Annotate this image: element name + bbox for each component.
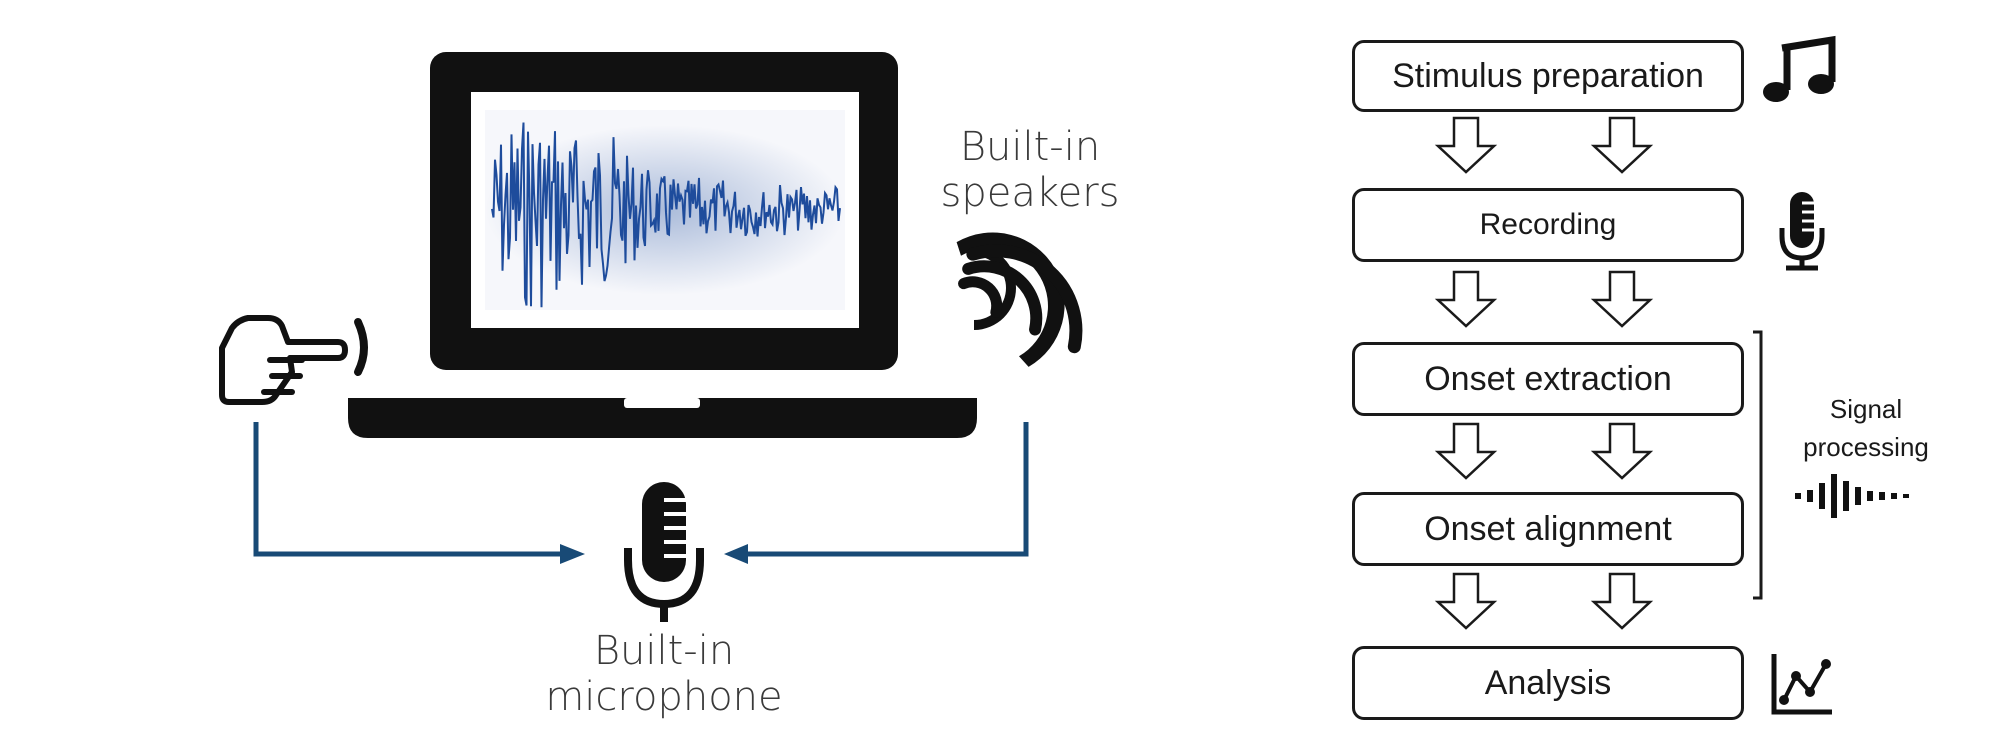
microphone-label-line-2: microphone	[545, 674, 783, 720]
step-label: Onset extraction	[1424, 359, 1672, 398]
line-chart-icon	[1771, 654, 1832, 715]
pointing-hand-icon	[219, 315, 348, 405]
down-arrow-icon	[1590, 572, 1654, 630]
speakers-label-line-2: speakers	[940, 170, 1120, 216]
step-recording: Recording	[1352, 188, 1744, 262]
audio-waveform	[485, 110, 845, 310]
step-label: Recording	[1479, 208, 1617, 241]
speaker-to-mic-arrow	[748, 422, 1029, 557]
signal-processing-label-line-2: processing	[1803, 432, 1929, 462]
microphone-label-line-1: Built-in	[593, 628, 735, 674]
down-arrow-icon	[1434, 270, 1498, 328]
down-arrow-icon	[1590, 270, 1654, 328]
speakers-label-line-1: Built-in	[959, 124, 1101, 170]
step-onset-extraction: Onset extraction	[1352, 342, 1744, 416]
down-arrow-icon	[1434, 422, 1498, 480]
microphone-label: Built-in microphone	[509, 628, 819, 720]
signal-arrows	[253, 422, 1029, 557]
step-onset-alignment: Onset alignment	[1352, 492, 1744, 566]
step-analysis: Analysis	[1352, 646, 1744, 720]
step-label: Onset alignment	[1424, 509, 1672, 548]
step-label: Stimulus preparation	[1392, 56, 1704, 95]
music-note-icon	[1763, 35, 1836, 102]
signal-processing-label: Signal processing	[1793, 390, 1939, 466]
speaker-waves	[958, 244, 1083, 354]
recording-microphone-icon	[1779, 192, 1825, 271]
waveform-icon	[1795, 474, 1909, 518]
step-label: Analysis	[1484, 663, 1612, 702]
arrowhead-right	[560, 544, 585, 564]
tap-sound-icon	[354, 318, 368, 376]
down-arrow-icon	[1590, 422, 1654, 480]
down-arrow-icon	[1590, 116, 1654, 174]
signal-processing-bracket	[1753, 330, 1763, 600]
arrowhead-left	[724, 544, 748, 564]
down-arrow-icon	[1434, 572, 1498, 630]
flow-arrows	[1434, 116, 1654, 630]
microphone-icon	[624, 482, 704, 622]
speakers-label: Built-in speakers	[905, 124, 1155, 216]
step-stimulus-preparation: Stimulus preparation	[1352, 40, 1744, 112]
signal-processing-label-line-1: Signal	[1829, 394, 1903, 424]
down-arrow-icon	[1434, 116, 1498, 174]
tap-to-mic-arrow	[253, 422, 560, 557]
